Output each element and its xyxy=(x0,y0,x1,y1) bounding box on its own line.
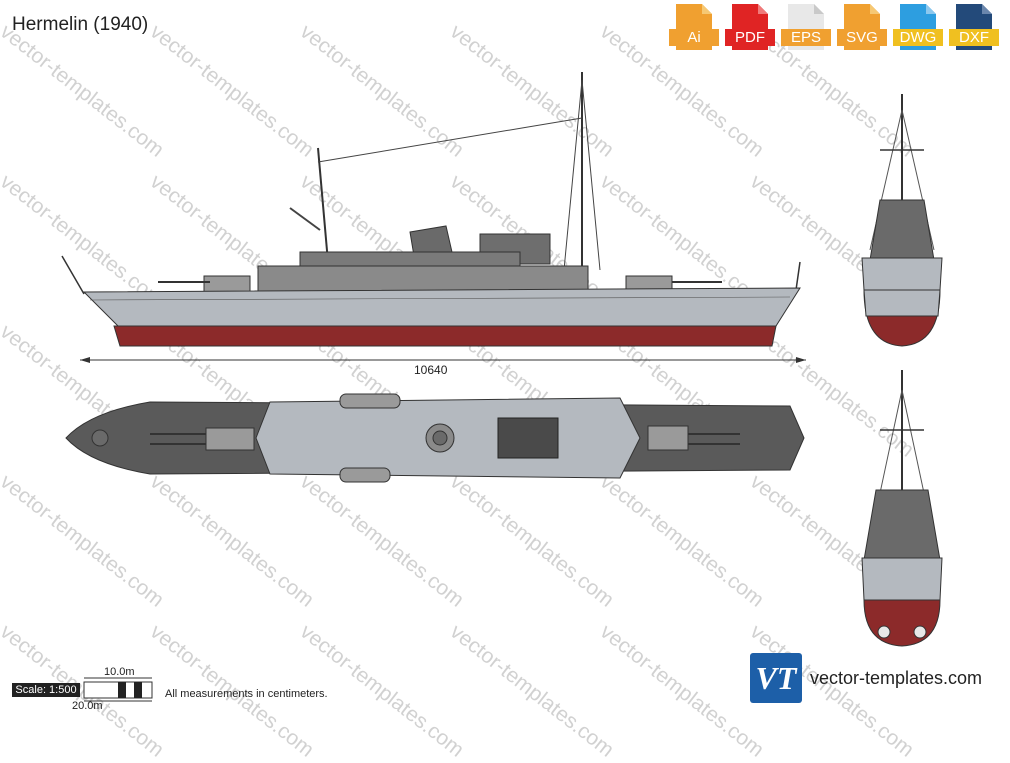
format-download-bar: Ai PDF EPS SVG DWG DXF xyxy=(669,4,999,52)
download-dwg-button[interactable]: DWG xyxy=(893,4,943,52)
ship-blueprint xyxy=(61,72,943,702)
format-label: Ai xyxy=(669,29,719,46)
format-label: DXF xyxy=(949,29,999,46)
bow-view xyxy=(861,94,943,347)
page-title: Hermelin (1940) xyxy=(12,14,149,35)
format-label: SVG xyxy=(837,29,887,46)
format-label: EPS xyxy=(781,29,831,46)
brand-logo: VT xyxy=(750,653,802,703)
top-view xyxy=(65,393,805,483)
scale-small-label: 10.0m xyxy=(104,666,135,678)
download-svg-button[interactable]: SVG xyxy=(837,4,887,52)
format-label: PDF xyxy=(725,29,775,46)
stern-view xyxy=(861,370,943,647)
download-ai-button[interactable]: Ai xyxy=(669,4,719,52)
format-label: DWG xyxy=(893,29,943,46)
length-dimension-line xyxy=(80,357,806,363)
measurement-note: All measurements in centimeters. xyxy=(165,688,328,700)
side-view xyxy=(61,72,801,347)
scale-large-label: 20.0m xyxy=(72,700,103,712)
scale-bar xyxy=(83,677,153,702)
download-dxf-button[interactable]: DXF xyxy=(949,4,999,52)
brand-link[interactable]: VT vector-templates.com xyxy=(750,653,982,703)
download-eps-button[interactable]: EPS xyxy=(781,4,831,52)
length-dimension-label: 10640 xyxy=(414,363,448,377)
brand-name: vector-templates.com xyxy=(810,667,983,688)
download-pdf-button[interactable]: PDF xyxy=(725,4,775,52)
scale-label: Scale: 1:500 xyxy=(12,683,80,697)
